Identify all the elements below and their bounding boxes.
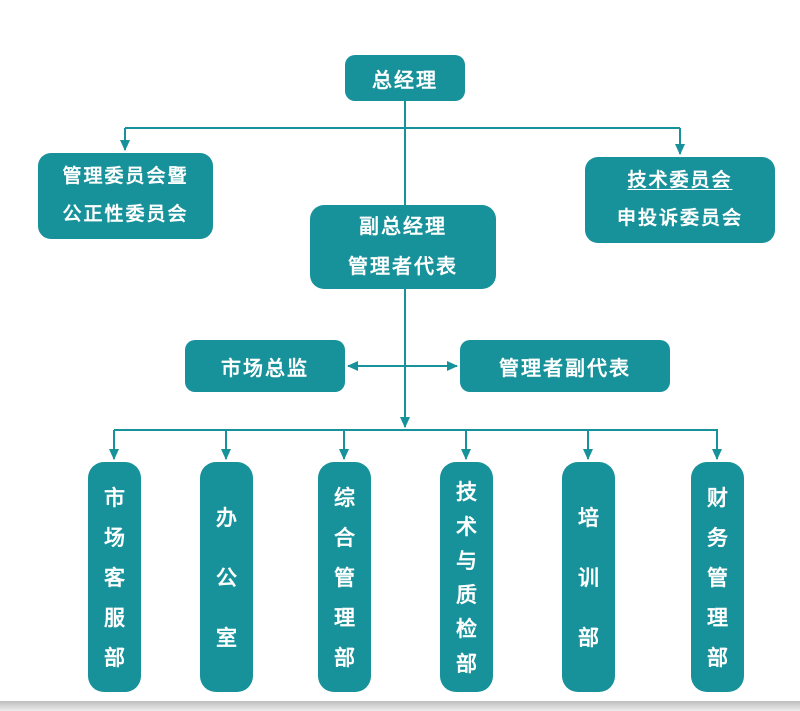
- node-dept-office: 办公室: [200, 462, 253, 692]
- node-management-committee: 管理委员会暨 公正性委员会: [38, 153, 213, 239]
- dept-label-char: 术: [456, 515, 477, 539]
- dept-label-char: 管: [707, 567, 728, 590]
- dept-label-char: 服: [104, 607, 125, 630]
- dept-label-char: 质: [456, 584, 477, 608]
- dept-label-char: 部: [334, 647, 355, 670]
- dept-label-char: 务: [707, 527, 728, 550]
- dept-label-char: 部: [578, 627, 599, 650]
- dept-label-char: 部: [104, 647, 125, 670]
- dept-label-char: 部: [707, 647, 728, 670]
- dept-label-char: 办: [216, 507, 237, 530]
- node-general-manager: 总经理: [345, 55, 465, 101]
- dept-label-char: 培: [578, 507, 599, 530]
- node-technical-committee-line1: 技术委员会: [627, 170, 733, 191]
- node-dept-comprehensive-management: 综合管理部: [318, 462, 371, 692]
- dept-label-char: 市: [104, 487, 125, 510]
- node-deputy-general-manager-line2: 管理者代表: [348, 256, 458, 278]
- dept-label-char: 合: [334, 527, 355, 550]
- node-technical-committee: 技术委员会 申投诉委员会: [585, 157, 775, 243]
- dept-label-char: 场: [104, 527, 125, 550]
- node-general-manager-label: 总经理: [372, 69, 438, 92]
- node-deputy-management-rep: 管理者副代表: [460, 340, 670, 392]
- node-dept-training: 培训部: [562, 462, 615, 692]
- dept-label-char: 部: [456, 652, 477, 676]
- dept-label-char: 检: [456, 618, 477, 642]
- dept-label-char: 公: [216, 567, 237, 590]
- dept-label-char: 理: [334, 607, 355, 630]
- node-marketing-director-label: 市场总监: [221, 357, 309, 380]
- dept-label-char: 理: [707, 607, 728, 630]
- node-dept-technology-quality-inspection: 技术与质检部: [440, 462, 493, 692]
- dept-label-char: 管: [334, 567, 355, 590]
- node-technical-committee-line2: 申投诉委员会: [616, 208, 743, 229]
- node-deputy-management-rep-label: 管理者副代表: [499, 357, 631, 380]
- node-management-committee-line2: 公正性委员会: [62, 204, 189, 225]
- node-dept-financial-management: 财务管理部: [691, 462, 744, 692]
- dept-label-char: 技: [456, 481, 477, 505]
- node-dept-marketing-customer-service: 市场客服部: [88, 462, 141, 692]
- node-deputy-general-manager: 副总经理 管理者代表: [310, 205, 496, 289]
- dept-label-char: 客: [104, 567, 125, 590]
- node-management-committee-line1: 管理委员会暨: [62, 166, 189, 187]
- dept-label-char: 财: [707, 487, 728, 510]
- dept-label-char: 综: [334, 487, 355, 510]
- dept-label-char: 训: [578, 567, 599, 590]
- dept-label-char: 与: [456, 549, 477, 573]
- dept-label-char: 室: [216, 627, 237, 650]
- bottom-edge-strip: [0, 701, 800, 711]
- node-marketing-director: 市场总监: [185, 340, 345, 392]
- node-deputy-general-manager-line1: 副总经理: [359, 216, 447, 238]
